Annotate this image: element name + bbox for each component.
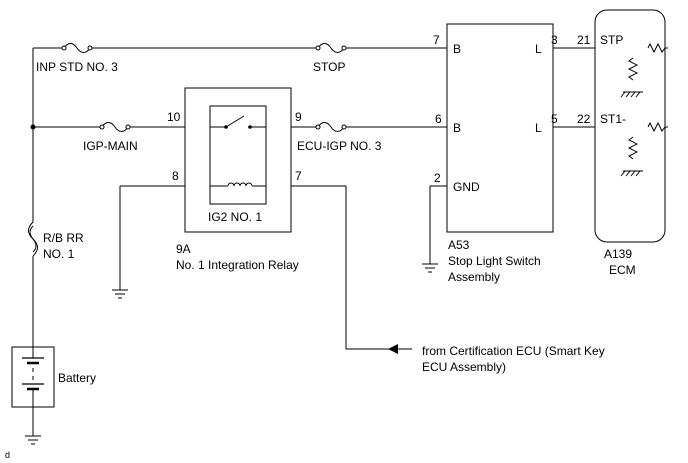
ground-icon xyxy=(422,263,438,273)
switch-terminal-b: B xyxy=(453,42,461,56)
pin-number: 5 xyxy=(551,112,558,126)
resistor-icon xyxy=(647,121,668,133)
switch-name-label-2: Assembly xyxy=(448,270,500,284)
pin-number: 3 xyxy=(551,33,558,47)
resistor-icon xyxy=(647,42,668,54)
inp-std-label: INP STD NO. 3 xyxy=(36,60,118,74)
certification-ecu-label-2: ECU Assembly) xyxy=(422,360,506,374)
switch-terminal-b: B xyxy=(453,121,461,135)
pin-number: 22 xyxy=(577,112,591,126)
ground-icon xyxy=(620,91,643,98)
fuse-icon xyxy=(61,43,93,53)
battery-icon xyxy=(22,347,44,407)
resistor-icon xyxy=(627,57,639,81)
ground-icon xyxy=(112,289,128,299)
ecm-name-label: ECM xyxy=(609,263,636,277)
ecm-terminal-st1: ST1- xyxy=(600,112,626,126)
igp-main-label: IGP-MAIN xyxy=(83,139,138,153)
fuse-icon xyxy=(99,122,131,132)
relay-name-label: No. 1 Integration Relay xyxy=(176,258,299,272)
relay-coil-icon xyxy=(210,182,266,187)
pin-number: 7 xyxy=(295,169,302,183)
pin-number: 2 xyxy=(434,171,441,185)
pin-number: 21 xyxy=(577,33,591,47)
switch-terminal-l: L xyxy=(535,42,542,56)
pin-number: 9 xyxy=(295,110,302,124)
ecm-terminal-stp: STP xyxy=(600,33,623,47)
stop-light-switch-box xyxy=(446,23,554,233)
stop-fuse-label: STOP xyxy=(313,60,345,74)
rb-rr-label: R/B RR xyxy=(43,231,84,245)
ig2-label: IG2 NO. 1 xyxy=(208,210,262,224)
relay-code-label: 9A xyxy=(176,242,191,256)
ecu-igp-label: ECU-IGP NO. 3 xyxy=(297,139,382,153)
resistor-icon xyxy=(627,136,639,160)
switch-name-label: Stop Light Switch xyxy=(448,254,541,268)
relay-inner-box xyxy=(209,105,267,205)
gnd-terminal-label: GND xyxy=(453,180,480,194)
corner-mark: d xyxy=(5,450,10,460)
pin-number: 6 xyxy=(435,112,442,126)
pin-number: 10 xyxy=(167,110,181,124)
fuse-icon xyxy=(28,221,38,257)
junction-dot xyxy=(30,124,36,130)
arrow-icon xyxy=(388,344,412,354)
ecm-code-label: A139 xyxy=(604,247,632,261)
fuse-icon xyxy=(315,122,347,132)
ground-icon xyxy=(25,435,41,445)
pin-number: 7 xyxy=(433,33,440,47)
battery-label: Battery xyxy=(58,371,96,385)
ground-icon xyxy=(620,170,643,177)
pin-number: 8 xyxy=(172,169,179,183)
ecm-box xyxy=(594,9,666,243)
rb-rr-no-label: NO. 1 xyxy=(43,247,75,261)
switch-terminal-l: L xyxy=(535,121,542,135)
relay-switch-icon xyxy=(210,115,266,129)
wires xyxy=(32,47,648,436)
fuse-icon xyxy=(315,43,347,53)
certification-ecu-label: from Certification ECU (Smart Key xyxy=(422,344,605,358)
switch-code-label: A53 xyxy=(448,238,470,252)
